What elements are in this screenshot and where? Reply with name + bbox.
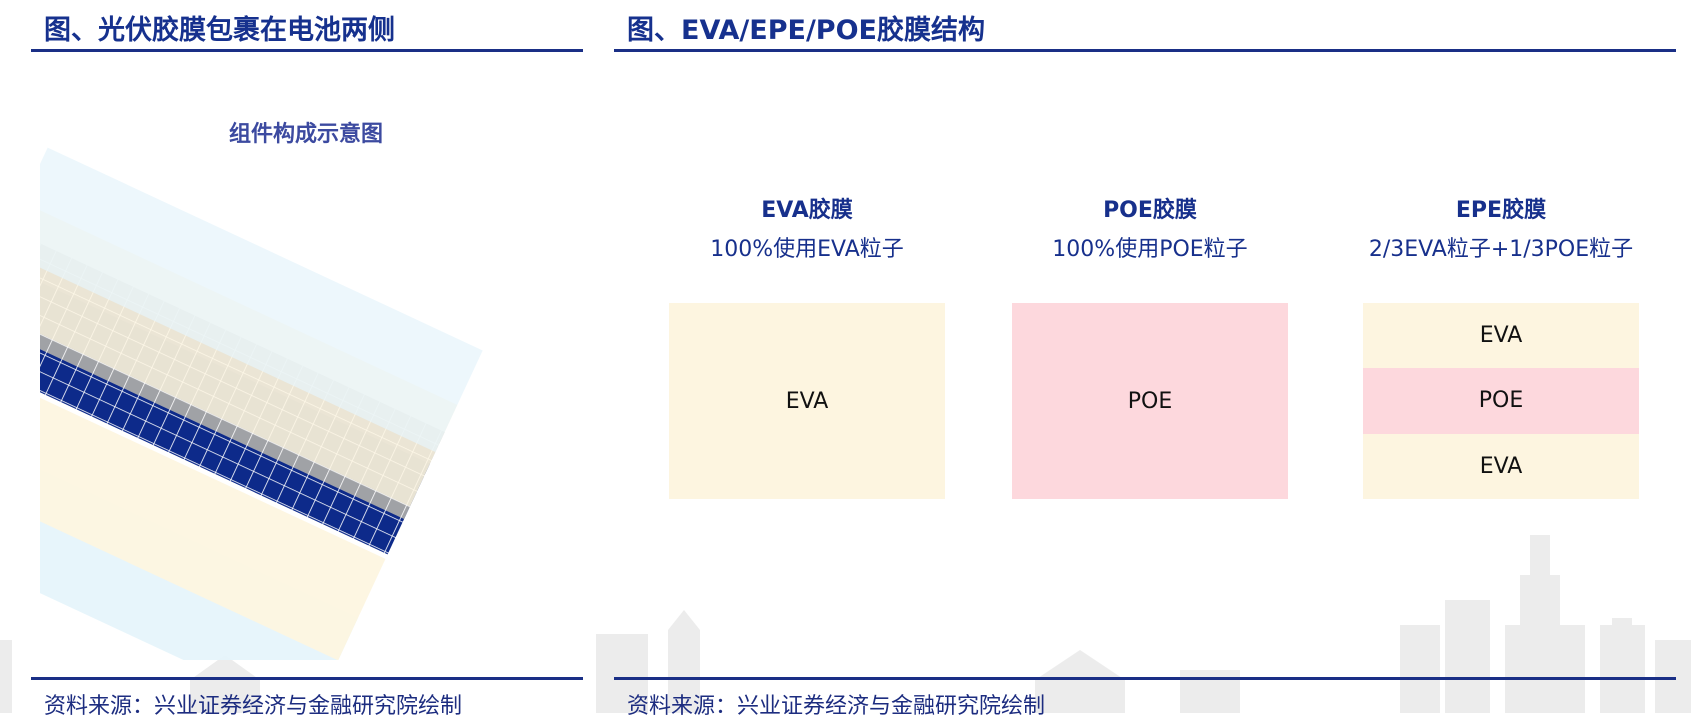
left-source-rule bbox=[31, 677, 583, 680]
left-title-rule bbox=[31, 49, 583, 52]
bottom-encapsulant-layer bbox=[40, 356, 386, 660]
epe-top-eva-layer: EVA bbox=[1363, 303, 1639, 369]
eva-film-description: 100%使用EVA粒子 bbox=[710, 237, 904, 262]
eva-film-title: EVA胶膜 bbox=[761, 198, 853, 223]
poe-film-title: POE胶膜 bbox=[1103, 198, 1197, 223]
epe-film-title: EPE胶膜 bbox=[1455, 198, 1547, 223]
poe-film-description: 100%使用POE粒子 bbox=[1052, 237, 1248, 262]
epe-film-column: EPE胶膜 2/3EVA粒子+1/3POE粒子 bbox=[1363, 192, 1639, 270]
left-source-note: 资料来源：兴业证券经济与金融研究院绘制 bbox=[44, 694, 463, 719]
eva-film-layer: EVA bbox=[669, 303, 945, 499]
module-diagram-caption: 组件构成示意图 bbox=[228, 122, 383, 147]
epe-middle-poe-layer: POE bbox=[1363, 368, 1639, 434]
right-source-note: 资料来源：兴业证券经济与金融研究院绘制 bbox=[627, 694, 1046, 719]
top-glass-layer bbox=[40, 147, 483, 452]
eva-film-structure: EVA bbox=[669, 303, 945, 499]
epe-bottom-eva-layer: EVA bbox=[1363, 433, 1639, 499]
poe-film-structure: POE bbox=[1012, 303, 1288, 499]
epe-film-structure: EVA POE EVA bbox=[1363, 303, 1639, 499]
right-panel-title: 图、EVA/EPE/POE胶膜结构 bbox=[627, 15, 985, 46]
epe-film-description: 2/3EVA粒子+1/3POE粒子 bbox=[1368, 237, 1634, 262]
pv-module-layer-diagram bbox=[40, 147, 483, 660]
bottom-glass-layer bbox=[40, 414, 359, 660]
poe-film-column: POE胶膜 100%使用POE粒子 bbox=[1012, 192, 1288, 270]
right-source-rule bbox=[614, 677, 1676, 680]
poe-film-layer: POE bbox=[1012, 303, 1288, 499]
eva-film-column: EVA胶膜 100%使用EVA粒子 bbox=[669, 192, 945, 270]
right-title-rule bbox=[614, 49, 1676, 52]
left-panel-title: 图、光伏胶膜包裹在电池两侧 bbox=[44, 15, 395, 46]
